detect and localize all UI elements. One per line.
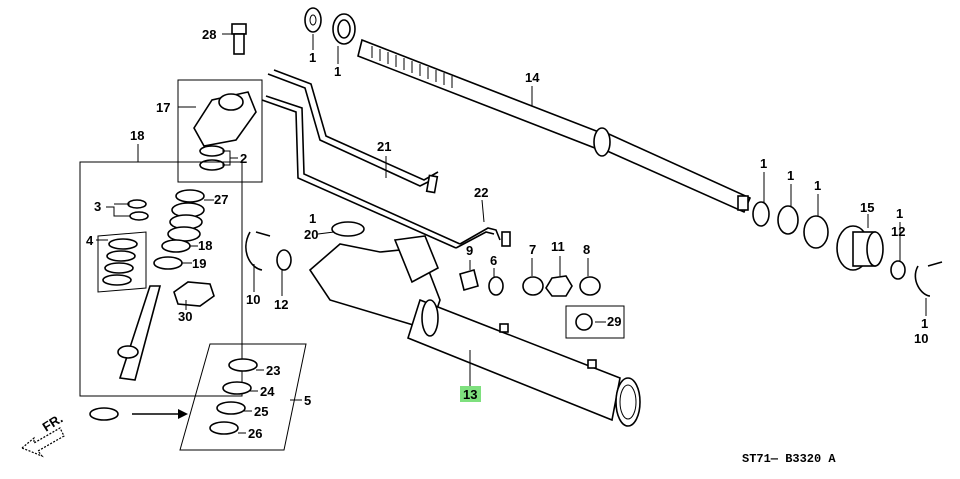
label-20: 20: [304, 227, 318, 242]
bearing-top-1: [332, 13, 356, 45]
group-box-17: [177, 79, 263, 183]
label-6: 6: [490, 253, 497, 268]
label-23: 23: [266, 363, 280, 378]
label-12-right: 12: [891, 224, 905, 239]
seal-washer-top-1: [304, 7, 322, 33]
box-29: [565, 305, 625, 339]
washer-6: [488, 276, 504, 296]
ring-12-right: [890, 260, 906, 280]
part-labels: 28 1 1 14 17 2 18 27 3 4 18 19 30 21 22 …: [86, 27, 928, 441]
label-9: 9: [466, 243, 473, 258]
front-arrow: FR.: [20, 411, 65, 458]
label-13: 13: [463, 387, 477, 402]
nut-11: [545, 275, 573, 297]
clip-10-right: [914, 261, 943, 297]
loose-ring: [89, 407, 119, 421]
ring-12-left: [276, 249, 292, 271]
gear-housing-part: [308, 235, 641, 427]
bracket-30: [173, 281, 215, 307]
label-1c: 1: [309, 211, 316, 226]
oil-pipe-21: [261, 69, 511, 249]
label-29: 29: [607, 314, 621, 329]
o-ring-2a: [199, 145, 225, 157]
label-1e: 1: [787, 168, 794, 183]
label-30: 30: [178, 309, 192, 324]
bolt-part: [231, 23, 247, 55]
label-7: 7: [529, 242, 536, 257]
label-17: 17: [156, 100, 170, 115]
clip-10-left: [245, 231, 271, 271]
label-1h: 1: [921, 316, 928, 331]
label-18: 18: [198, 238, 212, 253]
ring-18: [161, 239, 191, 253]
diagram-code: ST71— B3320 A: [742, 452, 836, 466]
label-3: 3: [94, 199, 101, 214]
rack-shaft: [357, 38, 752, 214]
label-25: 25: [254, 404, 268, 419]
label-8: 8: [583, 242, 590, 257]
label-1g: 1: [896, 206, 903, 221]
label-1f: 1: [814, 178, 821, 193]
label-24: 24: [260, 384, 275, 399]
seal-3b: [129, 211, 149, 221]
part-9: [459, 269, 479, 291]
leader-lines: [96, 33, 927, 434]
seal-3a: [127, 199, 147, 209]
label-10-right: 10: [914, 331, 928, 346]
seal-right-1a: [752, 201, 770, 227]
rack-end-15: [836, 225, 884, 271]
box-4: [97, 231, 147, 293]
label-18-group: 18: [130, 128, 144, 143]
label-12-left: 12: [274, 297, 288, 312]
ring-19: [153, 256, 183, 270]
label-19: 19: [192, 256, 206, 271]
kit-box-5: [179, 343, 307, 451]
group-box-18: [79, 161, 243, 397]
label-14: 14: [525, 70, 540, 85]
seal-right-1b: [777, 205, 799, 235]
seal-stack-27: [167, 189, 205, 242]
label-13-highlight: [460, 386, 481, 402]
label-26: 26: [248, 426, 262, 441]
kit-arrow: [132, 409, 188, 419]
label-4: 4: [86, 233, 94, 248]
guide-8: [579, 276, 601, 296]
pinion-shaft-part: [117, 285, 162, 381]
spring-7: [522, 276, 544, 296]
label-22: 22: [474, 185, 488, 200]
label-1b: 1: [334, 64, 341, 79]
valve-body-part: [193, 91, 257, 147]
label-21: 21: [377, 139, 391, 154]
label-10-left: 10: [246, 292, 260, 307]
label-11: 11: [551, 239, 565, 254]
label-28: 28: [202, 27, 216, 42]
label-2: 2: [240, 151, 247, 166]
label-5: 5: [304, 393, 311, 408]
label-1d: 1: [760, 156, 767, 171]
o-ring-20: [331, 221, 365, 237]
label-15: 15: [860, 200, 874, 215]
label-1a: 1: [309, 50, 316, 65]
bearing-right-1c: [803, 215, 829, 249]
label-27: 27: [214, 192, 228, 207]
